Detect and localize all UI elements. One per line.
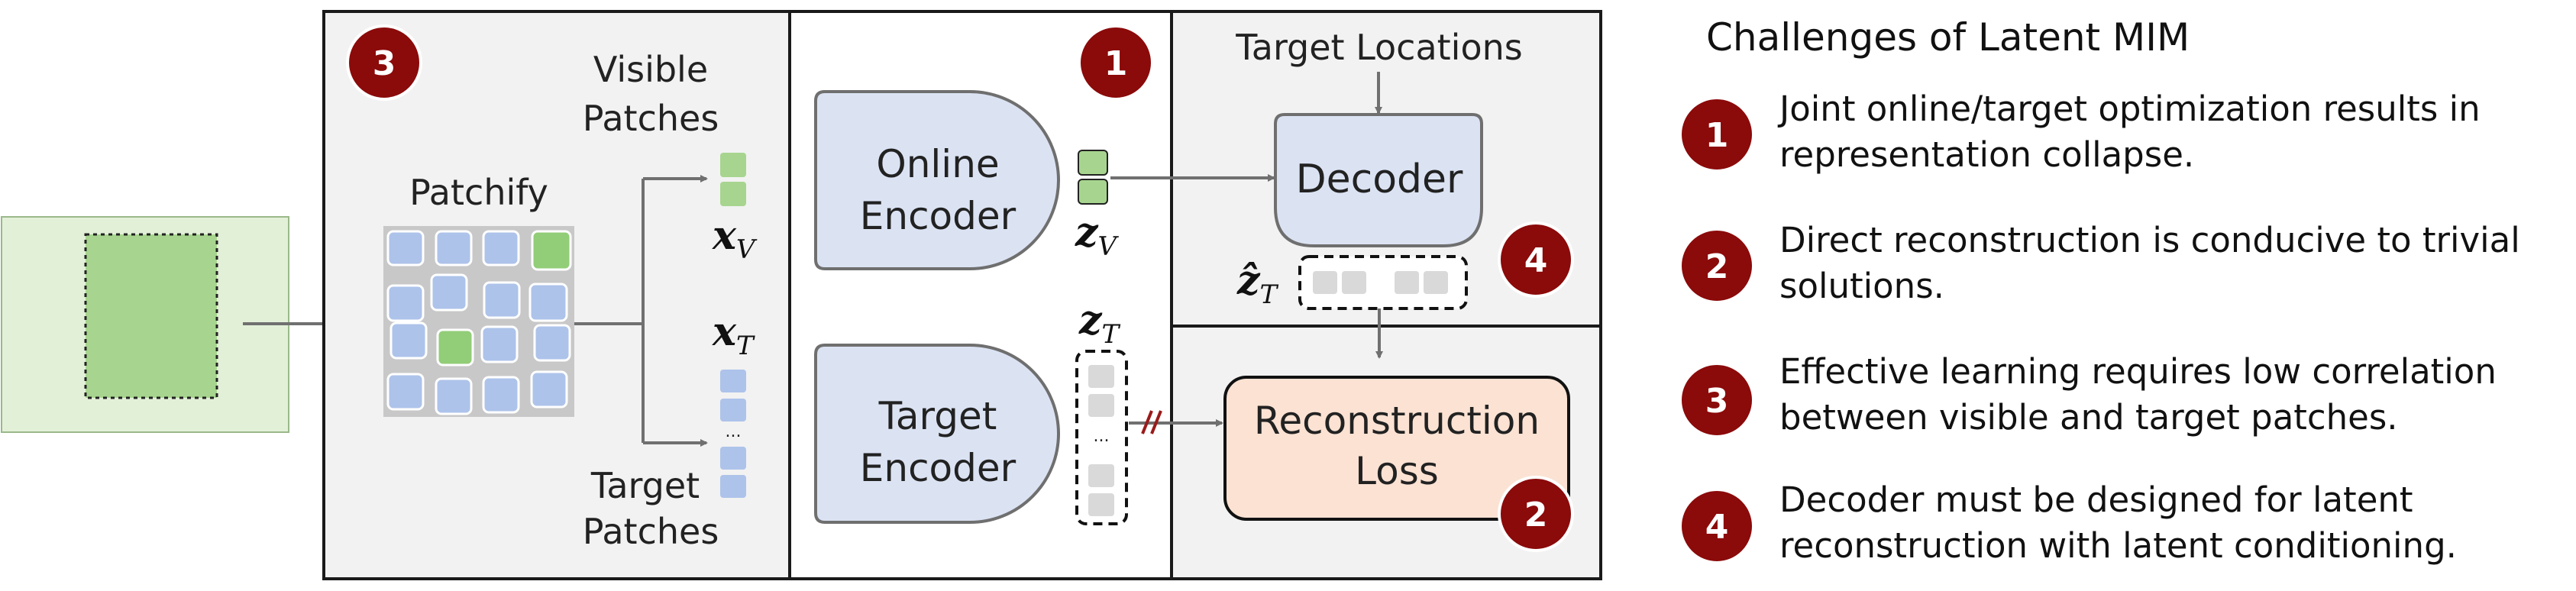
svg-text:3: 3 [373,44,396,83]
reconstruction-loss: Reconstruction Loss [1223,376,1570,521]
svg-text:reconstruction with latent con: reconstruction with latent conditioning. [1779,525,2457,566]
split-arrows [574,175,708,447]
x-target-symbol: xT [712,308,755,361]
svg-text:representation collapse.: representation collapse. [1779,134,2194,175]
svg-text:Effective learning requires lo: Effective learning requires low correlat… [1779,351,2497,392]
svg-text:3: 3 [1705,382,1729,421]
target-latent-tokens [1075,350,1128,525]
z-target-symbol: zT [1078,297,1121,350]
online-encoder: Online Encoder [814,90,1060,270]
patchify-label: Patchify [409,172,548,213]
target-latent-ellipsis: ... [1094,427,1110,446]
svg-text:1: 1 [1104,44,1128,83]
svg-text:1: 1 [1705,116,1729,155]
badge-4: 4 [1498,221,1574,298]
z-visible-symbol: zV [1075,209,1120,262]
badge-1: 1 [1078,24,1154,101]
challenge-item-3: 3 Effective learning requires low correl… [1679,351,2497,438]
challenge-item-2: 2 Direct reconstruction is conducive to … [1679,220,2520,306]
predicted-latent-tokens [1298,255,1468,310]
x-visible-symbol: xV [712,212,758,265]
svg-text:Online: Online [876,142,999,186]
visible-patches-label-2: Patches [583,98,719,139]
target-patch-tokens [720,370,746,498]
target-patches-label-2: Patches [583,511,719,552]
svg-text:4: 4 [1524,241,1548,280]
svg-text:Direct reconstruction is condu: Direct reconstruction is conducive to tr… [1779,220,2520,260]
svg-text:Reconstruction: Reconstruction [1254,399,1540,443]
visible-patches-label: Visible [593,49,708,90]
decoder: Decoder [1274,113,1483,247]
stop-gradient-mark [1141,410,1162,434]
svg-text:2: 2 [1524,496,1548,534]
svg-text:Decoder must be designed for l: Decoder must be designed for latent [1779,480,2413,520]
target-locations-label: Target Locations [1235,27,1522,68]
online-latent-tokens [1078,150,1108,205]
target-encoder: Target Encoder [814,344,1060,524]
target-patch-ellipsis: ... [726,422,742,441]
svg-text:Joint online/target optimizati: Joint online/target optimization results… [1777,89,2481,129]
badge-3: 3 [346,24,422,101]
patch-grid [383,226,574,417]
masked-region [84,233,218,399]
svg-text:4: 4 [1705,508,1729,547]
svg-text:Target: Target [878,394,997,438]
svg-text:Decoder: Decoder [1296,157,1463,202]
input-image [1,216,289,433]
svg-text:2: 2 [1705,247,1729,286]
svg-text:Encoder: Encoder [860,194,1017,238]
challenge-item-1: 1 Joint online/target optimization resul… [1679,89,2481,175]
badge-2: 2 [1498,476,1574,552]
challenges-title: Challenges of Latent MIM [1706,15,2190,60]
svg-text:between visible and target pat: between visible and target patches. [1779,397,2398,438]
z-hat-symbol: ẑT [1236,257,1279,310]
svg-text:Encoder: Encoder [860,446,1017,490]
target-patches-label: Target [590,465,700,506]
svg-text:solutions.: solutions. [1779,266,1944,306]
visible-patch-tokens [720,153,746,206]
challenge-item-4: 4 Decoder must be designed for latent re… [1679,480,2457,566]
svg-text:Loss: Loss [1355,449,1439,493]
